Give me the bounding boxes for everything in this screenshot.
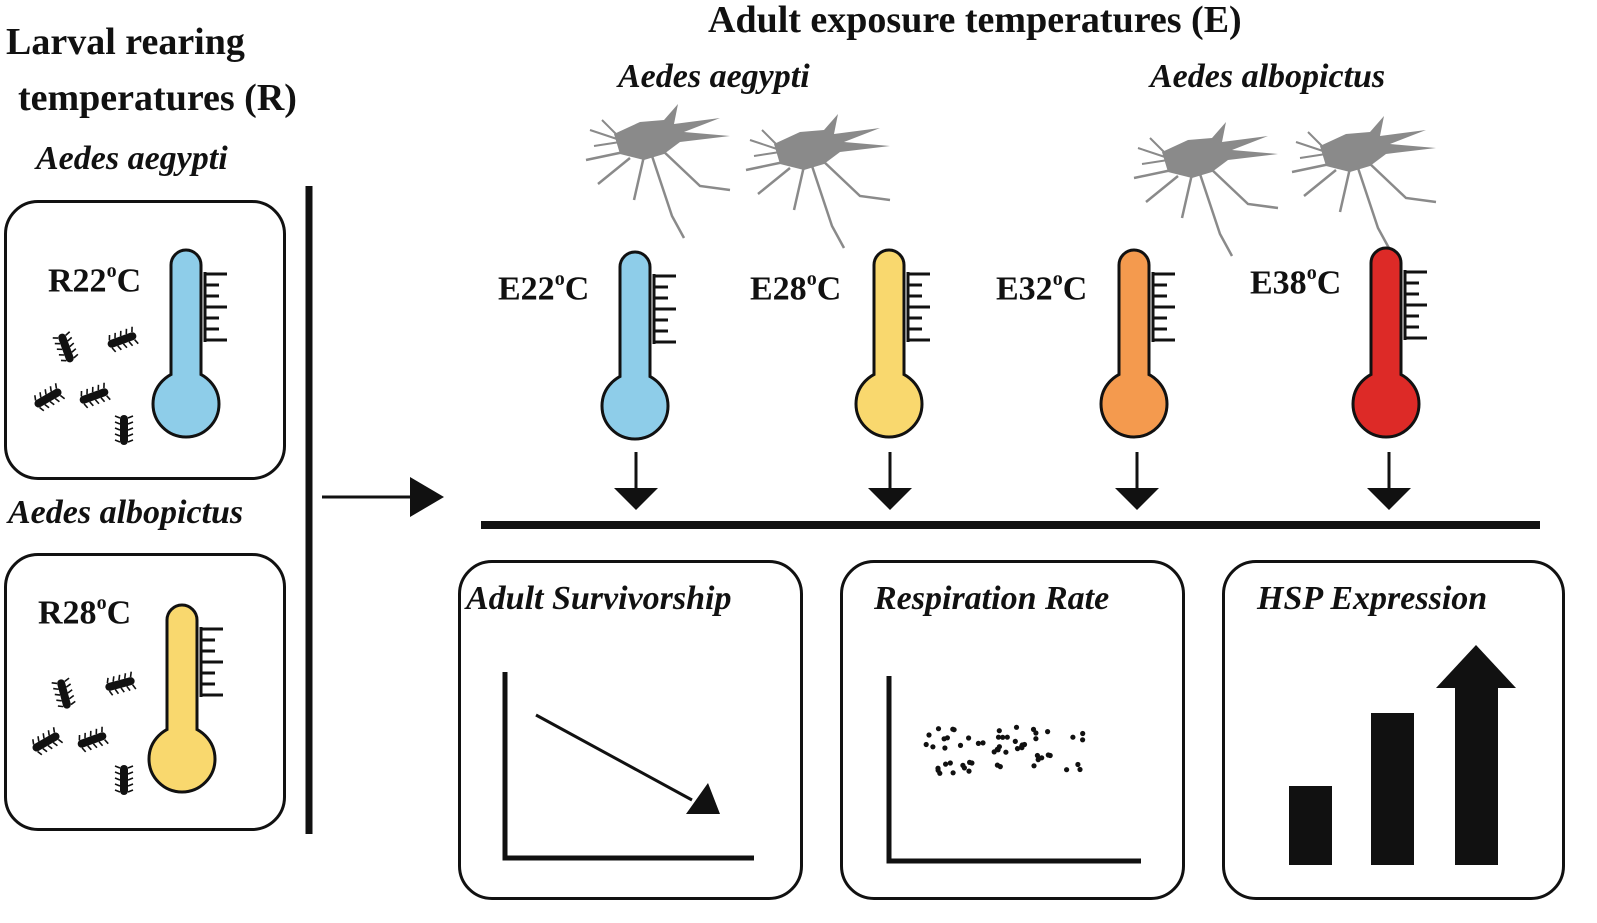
thermometer-icon-e32 xyxy=(1099,248,1175,439)
larval-box-albopictus xyxy=(4,553,286,831)
larva-icon xyxy=(50,676,78,712)
larva-icon xyxy=(102,670,138,698)
scatter-dot xyxy=(1080,730,1086,737)
down-arrow-e32 xyxy=(1115,452,1159,510)
declining-line-chart-icon xyxy=(502,672,754,861)
thermometer-icon-r28 xyxy=(147,603,223,794)
adult-temp-e32: E32oC xyxy=(996,268,1088,308)
outcome-title-survivorship: Adult Survivorship xyxy=(466,580,732,617)
larval-species-albopictus: Aedes albopictus xyxy=(8,494,244,531)
adult-species-aegypti: Aedes aegypti xyxy=(618,58,810,95)
larva-icon xyxy=(104,325,140,355)
larval-box-aegypti xyxy=(4,200,286,480)
down-arrow-e38 xyxy=(1367,452,1411,510)
outcome-box-respiration xyxy=(840,560,1185,900)
larva-icon xyxy=(29,381,67,415)
hsp-up-arrow-head xyxy=(1436,645,1516,688)
hsp-bar-low xyxy=(1289,786,1332,865)
larva-icon xyxy=(76,381,112,411)
larva-icon xyxy=(74,725,110,755)
larva-icon xyxy=(114,764,134,796)
mosquito-icon-albopictus-female xyxy=(1132,120,1280,258)
scatter-dot xyxy=(947,760,953,766)
scatter-dot xyxy=(1045,729,1051,735)
scatter-dot xyxy=(942,745,948,751)
scatter-dot xyxy=(1064,767,1070,773)
main-arrow-head xyxy=(410,477,444,517)
scatter-dot xyxy=(1080,737,1086,743)
thermometer-icon-e22 xyxy=(600,250,676,441)
adult-temp-e38: E38oC xyxy=(1250,262,1342,302)
scatter-dot xyxy=(980,740,986,746)
outcome-title-hsp: HSP Expression xyxy=(1257,580,1488,617)
scatter-dot xyxy=(995,734,1002,740)
scatter-dot xyxy=(966,735,972,741)
down-arrow-e22 xyxy=(614,452,658,510)
increasing-bar-chart-icon xyxy=(1289,645,1516,865)
scatter-dot xyxy=(1033,730,1039,736)
hsp-bar-mid xyxy=(1371,713,1414,865)
scatter-dot xyxy=(1013,724,1020,730)
adult-temp-e28: E28oC xyxy=(750,268,842,308)
scatter-dot xyxy=(1019,745,1025,751)
scatter-dot xyxy=(1003,749,1009,755)
mosquito-icon-albopictus-male xyxy=(1290,114,1438,252)
hsp-bar-high xyxy=(1455,686,1498,865)
scatter-dot xyxy=(937,770,943,776)
larval-title-line1: Larval rearing xyxy=(6,21,245,63)
scatter-dot xyxy=(1077,766,1083,773)
mosquito-icon-aegypti-female xyxy=(584,102,732,240)
scatter-dot xyxy=(967,759,973,766)
scatter-dot xyxy=(966,768,972,774)
scatter-dot xyxy=(957,742,964,749)
down-arrow-e28 xyxy=(868,452,912,510)
larval-title-line2: temperatures (R) xyxy=(18,77,297,119)
scatter-dot xyxy=(1004,734,1010,740)
scatter-dot xyxy=(997,764,1003,770)
scatter-dot xyxy=(960,762,966,769)
scatter-dot xyxy=(975,740,982,747)
larva-icon xyxy=(114,414,134,446)
larval-temp-albopictus: R28oC xyxy=(38,592,132,632)
adult-title: Adult exposure temperatures (E) xyxy=(708,0,1242,41)
scatter-dot xyxy=(923,741,929,748)
scatter-dot xyxy=(950,726,956,732)
scatter-dot xyxy=(943,761,949,767)
scatter-dot xyxy=(996,744,1003,750)
mosquito-icon-aegypti-male xyxy=(744,112,892,250)
scatter-dot xyxy=(1000,734,1006,740)
scatter-plot-icon xyxy=(886,676,1141,864)
scatter-dot xyxy=(935,726,942,732)
scatter-dot xyxy=(950,770,956,776)
thermometer-icon-e28 xyxy=(854,248,930,439)
scatter-dot xyxy=(926,732,932,738)
scatter-dot xyxy=(1014,746,1021,752)
scatter-dot xyxy=(944,735,951,741)
scatter-dot xyxy=(1039,755,1045,761)
larva-icon xyxy=(51,330,81,366)
scatter-dot xyxy=(930,744,936,750)
scatter-dot xyxy=(1012,738,1018,745)
adult-temp-e22: E22oC xyxy=(498,268,590,308)
scatter-dot xyxy=(1034,752,1040,759)
larval-species-aegypti: Aedes aegypti xyxy=(36,140,228,177)
scatter-dot xyxy=(1070,734,1076,740)
larva-icon xyxy=(27,725,65,759)
thermometer-icon-e38 xyxy=(1351,246,1427,439)
scatter-dot xyxy=(1033,736,1039,742)
outcome-box-survivorship xyxy=(458,560,803,900)
outcome-title-respiration: Respiration Rate xyxy=(874,580,1110,617)
scatter-dot xyxy=(1045,752,1051,758)
adult-species-albopictus: Aedes albopictus xyxy=(1150,58,1386,95)
scatter-dot xyxy=(996,728,1002,734)
scatter-dot xyxy=(1031,763,1037,769)
thermometer-icon-r22 xyxy=(151,248,227,439)
scatter-dot xyxy=(1075,761,1081,768)
larval-temp-aegypti: R22oC xyxy=(48,260,142,300)
